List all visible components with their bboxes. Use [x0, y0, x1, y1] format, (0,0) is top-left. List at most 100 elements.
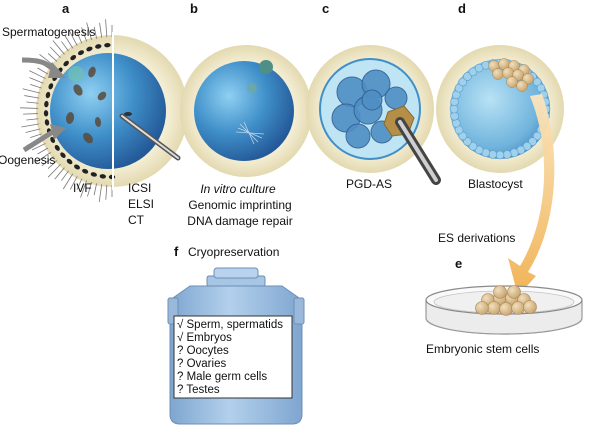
pgd-as-label: PGD-AS: [346, 177, 393, 191]
trophectoderm-cell: [463, 137, 472, 146]
trophectoderm-cell: [463, 72, 472, 81]
corona-spike: [37, 147, 49, 155]
corona-spike: [54, 167, 65, 180]
es-cell: [523, 300, 537, 314]
corona-spike: [69, 176, 78, 190]
granulosa-cell: [99, 174, 106, 179]
panel-label-b: b: [190, 1, 198, 16]
granulosa-cell: [48, 83, 54, 90]
polar-body: [68, 66, 84, 82]
panel-b-oocyte: [180, 45, 312, 177]
corona-spike: [76, 32, 83, 44]
granulosa-cell: [54, 144, 60, 151]
granulosa-cell: [44, 119, 50, 126]
cryo-item: ? Male germ cells: [177, 371, 268, 383]
panel-a-oocyte: [20, 19, 188, 203]
trophectoderm-cell: [468, 67, 478, 77]
icm-cell: [506, 76, 518, 88]
trophectoderm-cell: [458, 77, 468, 87]
corona-spike: [76, 178, 83, 190]
panel-e-petri-dish: [425, 285, 583, 335]
panel-label-f: f: [174, 244, 179, 259]
corona-spike: [68, 29, 78, 46]
panel-label-e: e: [455, 256, 463, 271]
oogenesis-label: Oogenesis: [0, 153, 56, 167]
trophectoderm-cell: [450, 97, 459, 107]
sperm-heads: [65, 66, 107, 144]
corona-spike: [105, 19, 108, 38]
trophectoderm-cell: [449, 104, 459, 114]
trophectoderm-cell: [451, 118, 461, 128]
trophectoderm-cell: [474, 145, 484, 155]
corona-spike: [23, 113, 39, 115]
corona-spike: [30, 84, 42, 89]
dna-damage-repair-label: DNA damage repair: [187, 214, 293, 228]
spermatogenesis-arrowhead: [48, 62, 66, 78]
granulosa-cell: [66, 158, 73, 165]
in-vitro-culture-label: In vitro culture: [200, 182, 276, 196]
corona-spike: [62, 173, 74, 190]
corona-spike: [49, 46, 61, 59]
inner-cell-mass: [488, 58, 534, 92]
corona-spike: [31, 143, 46, 151]
tank-label-box: [173, 315, 293, 399]
corona-spike: [93, 183, 98, 196]
granulosa-cell: [90, 172, 97, 177]
corona-spike: [41, 156, 54, 167]
es-cell: [487, 301, 501, 315]
trophectoderm-cell: [468, 141, 478, 151]
panel-f-cryo-tank: [167, 267, 305, 425]
corona-spike: [99, 22, 103, 38]
granulosa-cell: [44, 100, 49, 108]
embryonic-stem-cells-label: Embryonic stem cells: [426, 342, 540, 356]
es-derivation-arrow: [508, 94, 555, 296]
granulosa-cell: [43, 110, 49, 117]
corona-spike: [26, 118, 39, 121]
blastomere: [361, 89, 383, 111]
trophectoderm-cell: [522, 141, 532, 151]
panel-c-embryo: [306, 45, 441, 185]
corona-spike: [52, 40, 65, 55]
corona-spike: [93, 26, 98, 39]
corona-spike: [47, 160, 58, 169]
panel-label-c: c: [322, 1, 330, 16]
technique-ct: CT: [128, 213, 144, 227]
corona-spike: [35, 152, 51, 163]
es-cell: [511, 301, 525, 315]
trophectoderm-cell: [488, 150, 498, 159]
cryopreservation-title: Cryopreservation: [188, 245, 280, 259]
corona-spike: [25, 128, 41, 133]
granulosa-cell: [104, 42, 111, 48]
technique-icsi: ICSI: [128, 181, 152, 195]
corona-spike: [39, 54, 54, 66]
granulosa-cell: [95, 44, 102, 49]
cryo-item: ? Oocytes: [177, 345, 229, 357]
cryo-item: ? Ovaries: [177, 358, 227, 370]
granulosa-cell: [78, 50, 85, 56]
icm-cell: [516, 80, 528, 92]
corona-spike: [64, 35, 74, 49]
spermatogenesis-label: Spermatogenesis: [2, 25, 96, 39]
cryo-item: ? Testes: [177, 384, 220, 396]
trophectoderm-cell: [509, 148, 519, 158]
granulosa-cell: [70, 55, 77, 61]
icsi-needle-highlight: [121, 115, 179, 159]
blastocyst-label: Blastocyst: [468, 177, 523, 191]
blastomeres: [331, 69, 408, 149]
panel-d-blastocyst: [436, 45, 564, 173]
injected-sperm: [124, 112, 132, 116]
trophectoderm-cell: [495, 150, 505, 160]
corona-spike: [86, 22, 92, 40]
granulosa-cell: [74, 164, 80, 170]
polar-body: [259, 60, 273, 74]
corona-spike: [98, 184, 103, 203]
es-cell: [507, 285, 521, 299]
panel-label-d: d: [458, 1, 466, 16]
granulosa-cell: [60, 152, 66, 158]
trophectoderm-cell: [454, 83, 464, 93]
es-cell-colony: [475, 285, 537, 316]
panel-label-a: a: [62, 1, 70, 16]
corona-spike: [29, 70, 46, 79]
corona-spike: [21, 123, 40, 128]
technique-elsi: ELSI: [128, 197, 155, 211]
